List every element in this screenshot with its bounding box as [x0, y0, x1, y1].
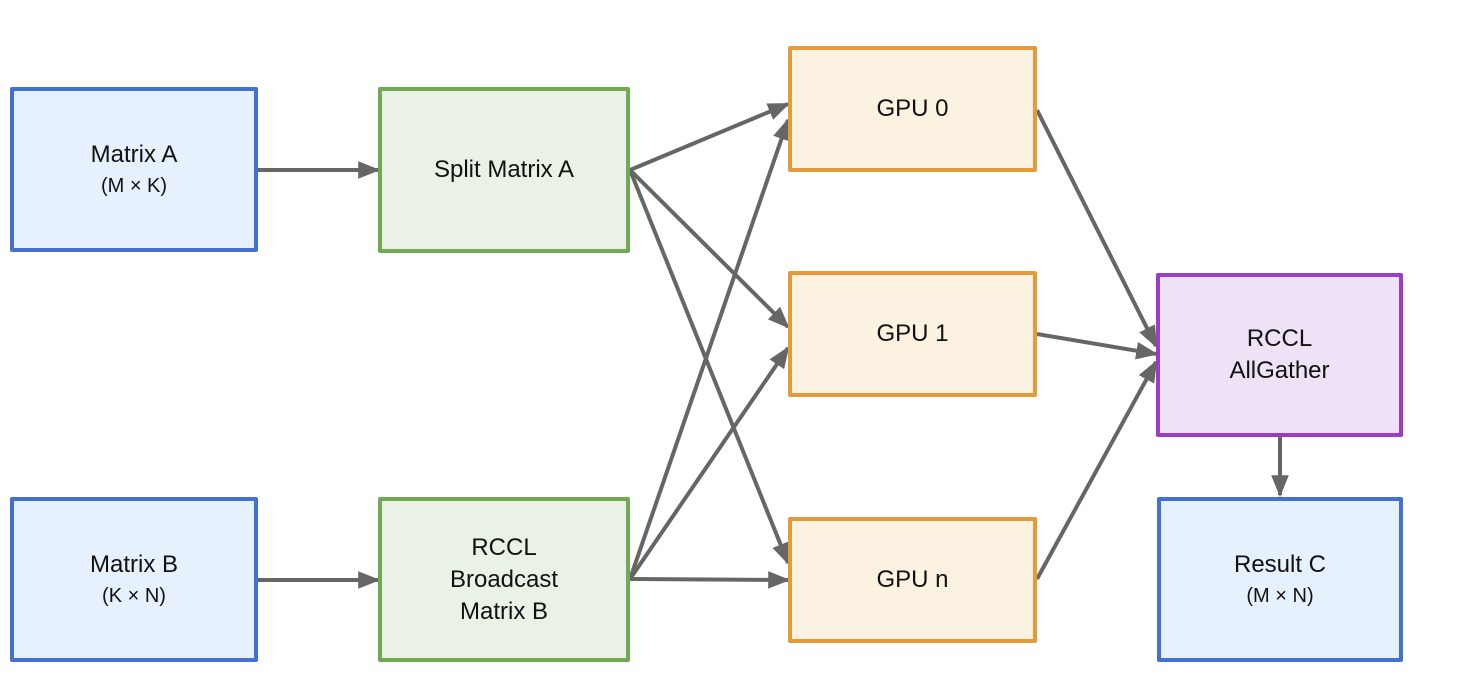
- edge-gpu-1-to-allgather: [1036, 332, 1159, 360]
- node-gpu-0-label: GPU 0: [876, 95, 949, 122]
- node-rccl-broadcast-line2: Broadcast: [449, 565, 559, 593]
- edge-gpu-0-to-allgather: [1035, 109, 1158, 348]
- node-rccl-allgather-line2: AllGather: [1229, 357, 1330, 384]
- node-matrix-b-dims: (K × N): [102, 584, 166, 607]
- edge-broadcast-b-to-gpu-1: [628, 346, 790, 581]
- node-gpu-1-label: GPU 1: [876, 320, 949, 347]
- node-result-c-dims: (M × N): [1246, 584, 1314, 607]
- node-rccl-broadcast-line3: Matrix B: [459, 597, 548, 625]
- node-rccl-broadcast-matrix-b: RCCL Broadcast Matrix B: [378, 497, 630, 662]
- node-matrix-a-dims: (M × K): [100, 174, 168, 197]
- edge-split-a-to-gpu-1: [628, 168, 790, 329]
- edge-split-a-to-gpu-0: [629, 102, 791, 172]
- node-gpu-n-label: GPU n: [876, 566, 949, 593]
- node-split-matrix-a: Split Matrix A: [378, 87, 630, 253]
- node-matrix-a: Matrix A (M × K): [10, 87, 258, 252]
- node-rccl-broadcast-line1: RCCL: [471, 533, 537, 561]
- node-rccl-allgather-line1: RCCL: [1246, 325, 1313, 352]
- edge-gpu-n-to-allgather: [1035, 360, 1158, 580]
- node-matrix-a-label: Matrix A: [90, 140, 178, 168]
- node-gpu-n: GPU n: [788, 517, 1037, 643]
- node-gpu-1: GPU 1: [788, 271, 1037, 397]
- node-matrix-b: Matrix B (K × N): [10, 497, 258, 662]
- node-result-c-label: Result C: [1233, 550, 1327, 578]
- edge-split-a-to-gpu-n: [628, 169, 790, 566]
- node-rccl-allgather: RCCL AllGather: [1156, 273, 1403, 437]
- node-matrix-b-label: Matrix B: [89, 550, 178, 578]
- edge-broadcast-b-to-gpu-n: [629, 571, 791, 589]
- edge-broadcast-b-to-gpu-0: [628, 117, 790, 580]
- node-gpu-0: GPU 0: [788, 46, 1037, 172]
- node-split-matrix-a-label: Split Matrix A: [433, 156, 575, 183]
- node-result-c: Result C (M × N): [1157, 497, 1403, 662]
